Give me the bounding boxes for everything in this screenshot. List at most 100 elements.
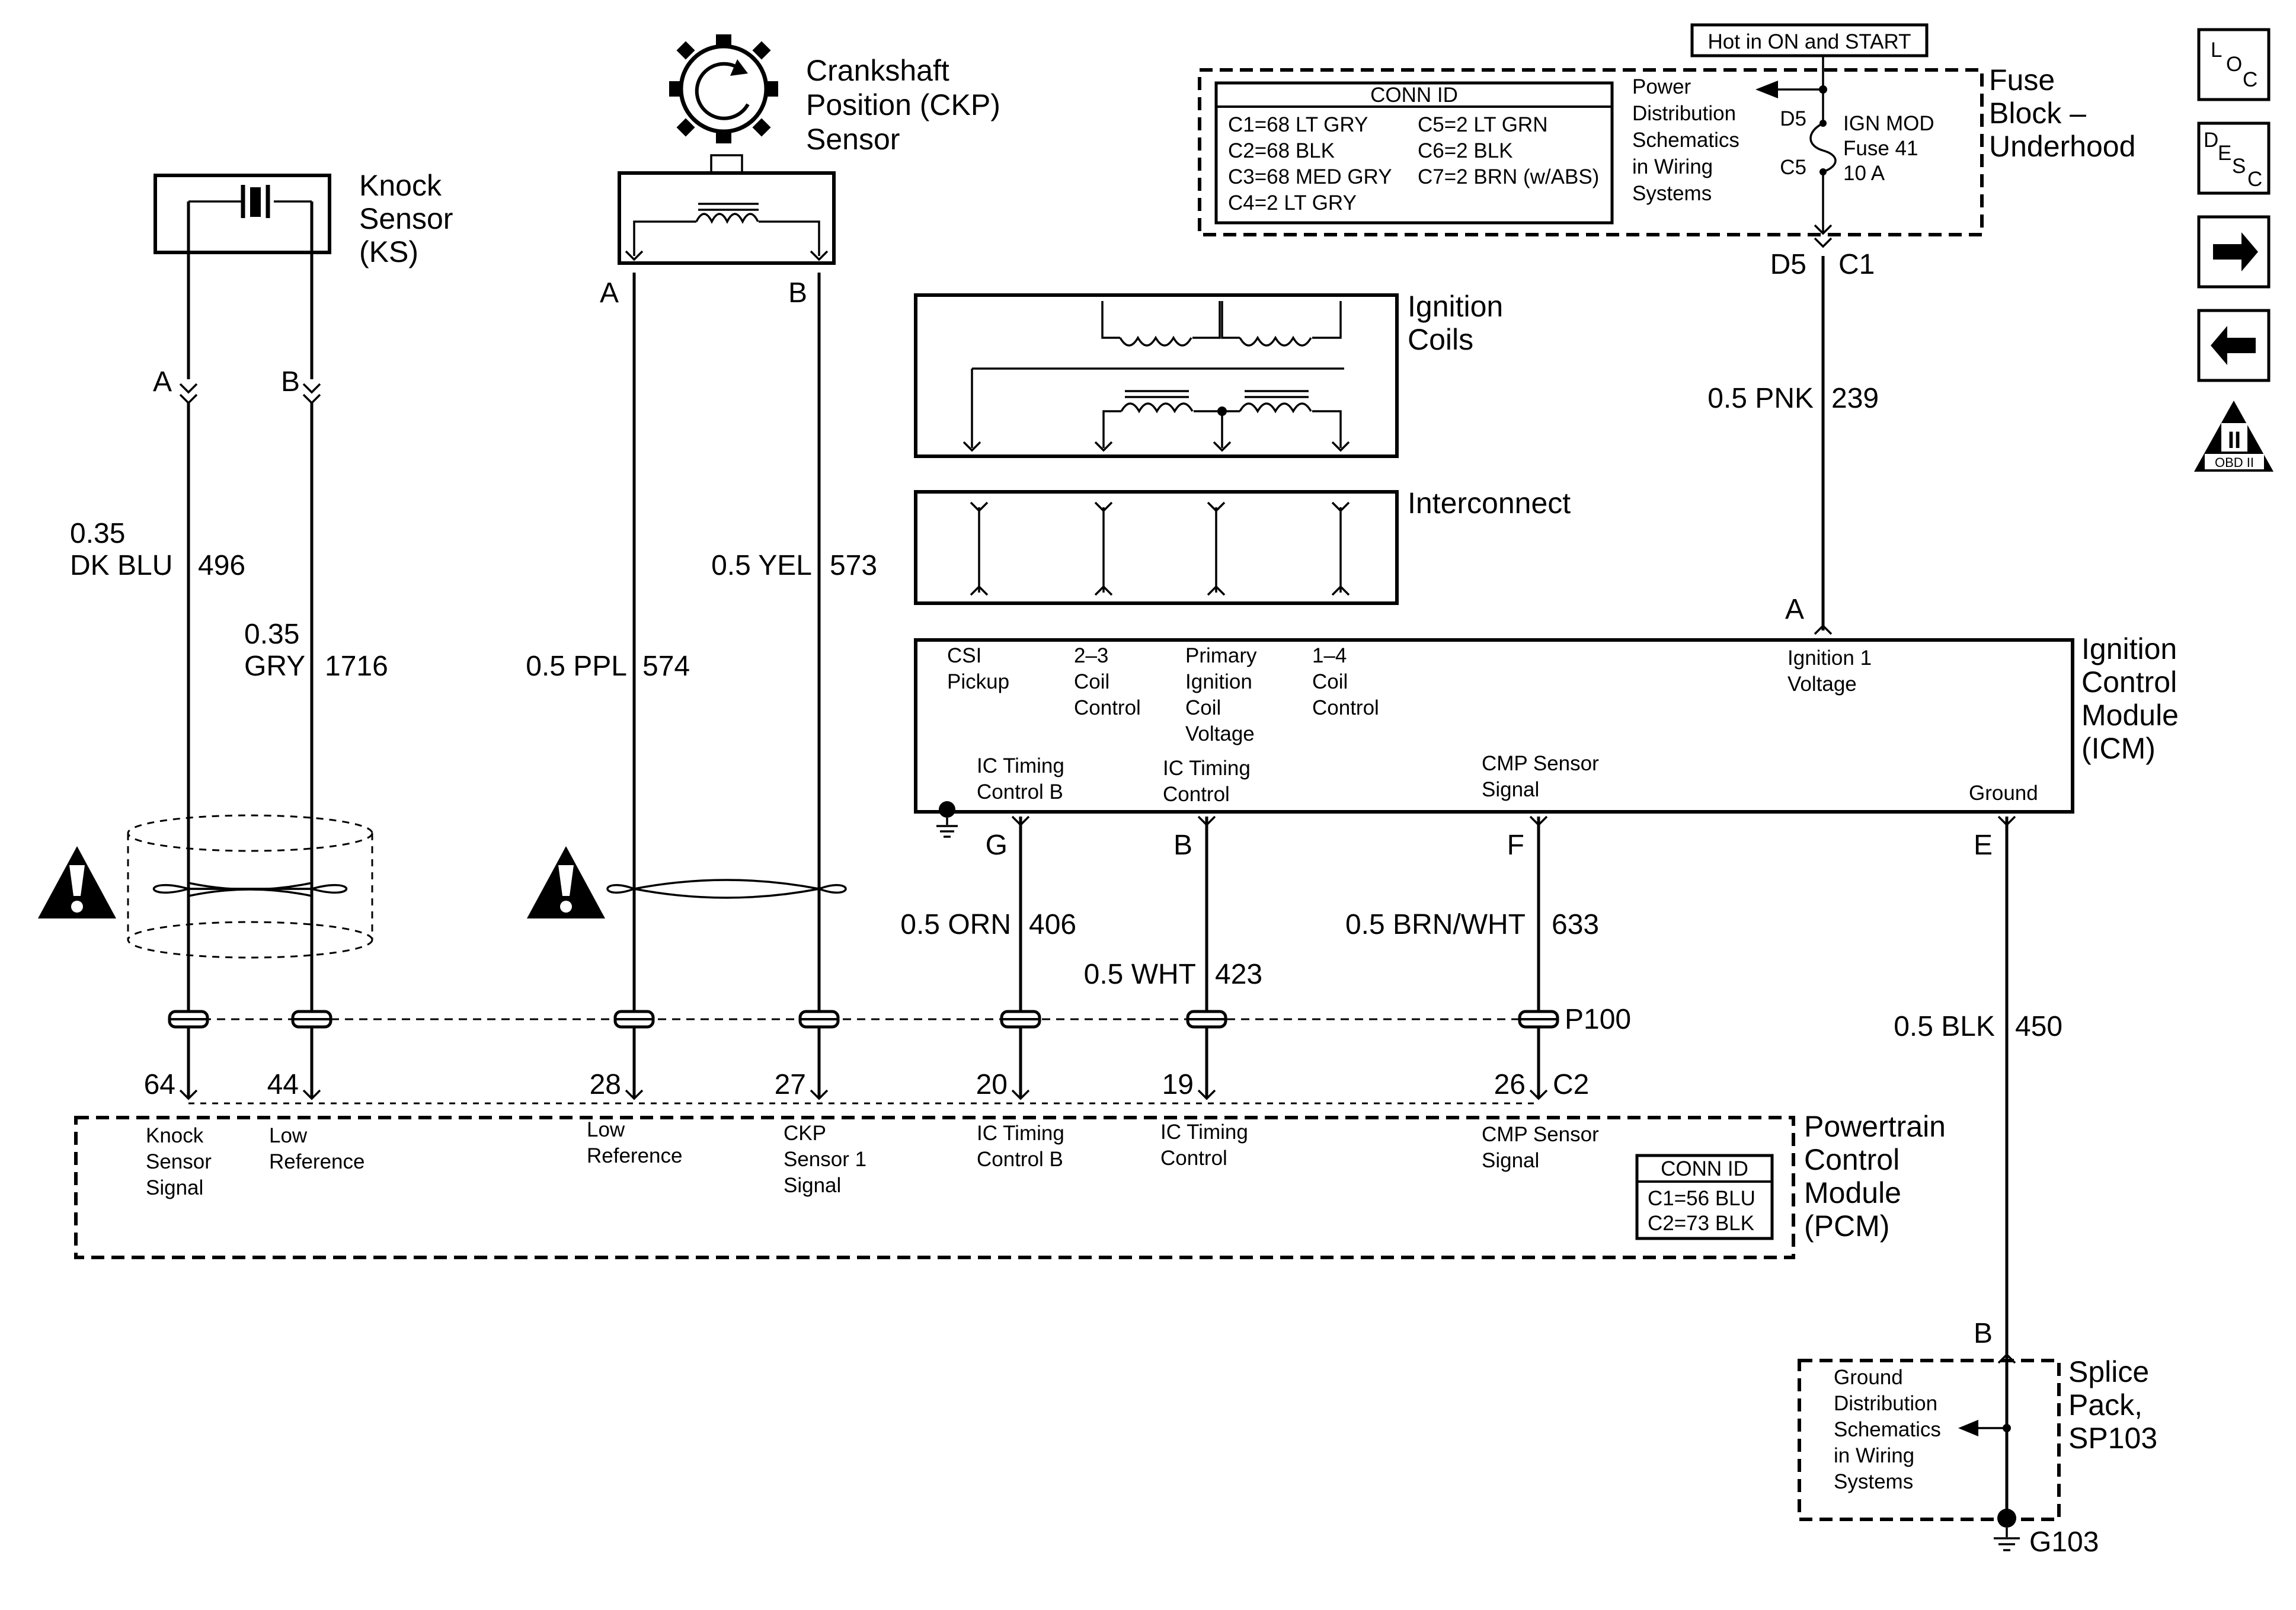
icm-term-ground: Ground <box>1969 782 2038 805</box>
fuse-block-label-1: Fuse <box>1989 63 2055 97</box>
pcm-term-4-0: IC Timing <box>977 1122 1064 1145</box>
cmp-wire-label: 0.5 BRN/WHT <box>1345 909 1526 940</box>
ckp-sensor: Crankshaft Position (CKP) Sensor <box>618 34 1000 265</box>
conn-id-left-0: C1=68 LT GRY <box>1228 113 1368 136</box>
pcm-term-0-1: Sensor <box>146 1150 212 1173</box>
ks-sig-circuit: 496 <box>198 550 245 581</box>
icm-label-3: Module <box>2081 699 2179 732</box>
connector-p100: P100 <box>170 1004 1631 1035</box>
location-button[interactable]: L O C <box>2197 28 2271 101</box>
pcm-term-6-0: CMP Sensor <box>1482 1123 1599 1146</box>
pcm-label-1: Powertrain <box>1804 1110 1946 1143</box>
ign-wire-circuit: 239 <box>1831 383 1879 414</box>
ignition-coils-label-1: Ignition <box>1408 290 1503 323</box>
power-note-0: Power <box>1632 75 1691 98</box>
conn-id-right-1: C6=2 BLK <box>1418 139 1513 162</box>
knock-sensor-label-1: Knock <box>359 169 442 202</box>
shield <box>127 814 373 959</box>
desc-letter-e: E <box>2218 142 2231 165</box>
pcm-term-2-0: Low <box>587 1118 625 1141</box>
splice-label-3: SP103 <box>2068 1422 2157 1455</box>
case-ground-icon <box>936 801 958 838</box>
pcm-term-1-1: Reference <box>269 1150 364 1173</box>
loc-letter-o: O <box>2226 53 2242 76</box>
wires: A B 0.35 DK BLU 496 0.35 GRY 1716 A B 0.… <box>38 256 2062 1363</box>
pcm-term-2-1: Reference <box>587 1144 682 1167</box>
arrow-left-icon <box>2211 326 2256 365</box>
pcm-pin-44: 44 <box>267 1069 299 1100</box>
next-button[interactable] <box>2197 215 2271 289</box>
pcm-term-5-1: Control <box>1160 1147 1227 1170</box>
knock-sensor-label-2: Sensor <box>359 202 453 235</box>
icm-term-cmp-0: CMP Sensor <box>1482 752 1599 775</box>
ic-wire-circuit: 423 <box>1215 959 1262 990</box>
pcm-conn-id-row-0: C1=56 BLU <box>1648 1187 1755 1210</box>
ckp-low-label: 0.5 PPL <box>526 651 627 682</box>
conn-id-title: CONN ID <box>1370 84 1458 107</box>
ignition-coils: Ignition Coils <box>914 290 1503 458</box>
power-note-1: Distribution <box>1632 102 1736 125</box>
fuse-block: Hot in ON and START CONN ID C1=68 LT GRY… <box>1198 23 2135 280</box>
conn-id-left-2: C3=68 MED GRY <box>1228 165 1392 188</box>
icm-term-cmp-1: Signal <box>1482 778 1539 801</box>
ground-icon <box>1994 1509 2020 1551</box>
pcm-conn-id-row-1: C2=73 BLK <box>1648 1212 1754 1235</box>
gear-icon <box>669 34 778 143</box>
ignition-coils-label-2: Coils <box>1408 323 1473 356</box>
power-note-4: Systems <box>1632 182 1712 205</box>
conn-id-left-3: C4=2 LT GRY <box>1228 191 1357 215</box>
pcm-term-5-0: IC Timing <box>1160 1121 1248 1144</box>
fuse-out-conn: C1 <box>1838 249 1875 280</box>
splice-note-2: Schematics <box>1834 1418 1941 1441</box>
pcm-term-3-0: CKP <box>784 1122 826 1145</box>
icm-term-primary-0: Primary <box>1185 644 1257 667</box>
pcm-term-3-2: Signal <box>784 1174 841 1197</box>
sp-pin-b: B <box>1974 1318 1993 1349</box>
p100-label: P100 <box>1565 1004 1631 1035</box>
pcm-term-0-2: Signal <box>146 1176 203 1199</box>
icm-pin-f: F <box>1507 830 1524 861</box>
interconnect-label: Interconnect <box>1408 486 1571 520</box>
icm-pin-g: G <box>986 830 1008 861</box>
pcm-pin-28: 28 <box>590 1069 621 1100</box>
desc-letter-s: S <box>2232 155 2246 178</box>
ckp-sig-label: 0.5 YEL <box>711 550 812 581</box>
icm-term-23-1: Coil <box>1074 670 1109 693</box>
fuse-name-1: Fuse 41 <box>1843 137 1918 160</box>
ckp-label-1: Crankshaft <box>806 54 949 87</box>
previous-button[interactable] <box>2197 309 2271 382</box>
desc-letter-c: C <box>2247 168 2262 191</box>
arrow-right-icon <box>2213 232 2258 271</box>
ks-ref-circuit: 1716 <box>325 651 388 682</box>
splice-note-1: Distribution <box>1834 1392 1937 1415</box>
ks-sig-color: DK BLU <box>70 550 172 581</box>
fuse-out-pin: D5 <box>1770 249 1806 280</box>
ic-b-wire-label: 0.5 ORN <box>900 909 1011 940</box>
pcm-term-0-0: Knock <box>146 1124 204 1147</box>
obd-label: OBD II <box>2215 455 2254 470</box>
icm-term-primary-2: Coil <box>1185 696 1221 719</box>
icm-term-ign-1: Voltage <box>1787 673 1857 696</box>
icm-module: CSI Pickup 2–3 Coil Control Primary Igni… <box>914 632 2179 838</box>
ckp-pin-b: B <box>788 277 807 309</box>
ground-label: G103 <box>2029 1526 2099 1558</box>
fuse-pin-d5: D5 <box>1780 107 1806 130</box>
splice-label-2: Pack, <box>2068 1388 2142 1422</box>
icm-term-14-0: 1–4 <box>1312 644 1347 667</box>
power-note-2: Schematics <box>1632 129 1739 152</box>
description-button[interactable]: D E S C <box>2197 121 2271 195</box>
conn-id-right-2: C7=2 BRN (w/ABS) <box>1418 165 1599 188</box>
splice-note-3: in Wiring <box>1834 1444 1914 1467</box>
pcm-conn-c2: C2 <box>1553 1069 1589 1100</box>
pcm-pin-27: 27 <box>775 1069 806 1100</box>
pcm-term-3-1: Sensor 1 <box>784 1148 866 1171</box>
icm-term-14-2: Control <box>1312 696 1379 719</box>
cmp-wire-circuit: 633 <box>1552 909 1599 940</box>
icm-term-primary-3: Voltage <box>1185 722 1255 745</box>
icm-term-icb-0: IC Timing <box>977 754 1064 777</box>
ks-ref-color: GRY <box>244 651 305 682</box>
ic-b-wire-circuit: 406 <box>1029 909 1076 940</box>
pcm-term-1-0: Low <box>269 1124 308 1147</box>
obd-ii-button[interactable]: II OBD II <box>2194 401 2273 472</box>
fuse-block-label-3: Underhood <box>1989 130 2135 163</box>
